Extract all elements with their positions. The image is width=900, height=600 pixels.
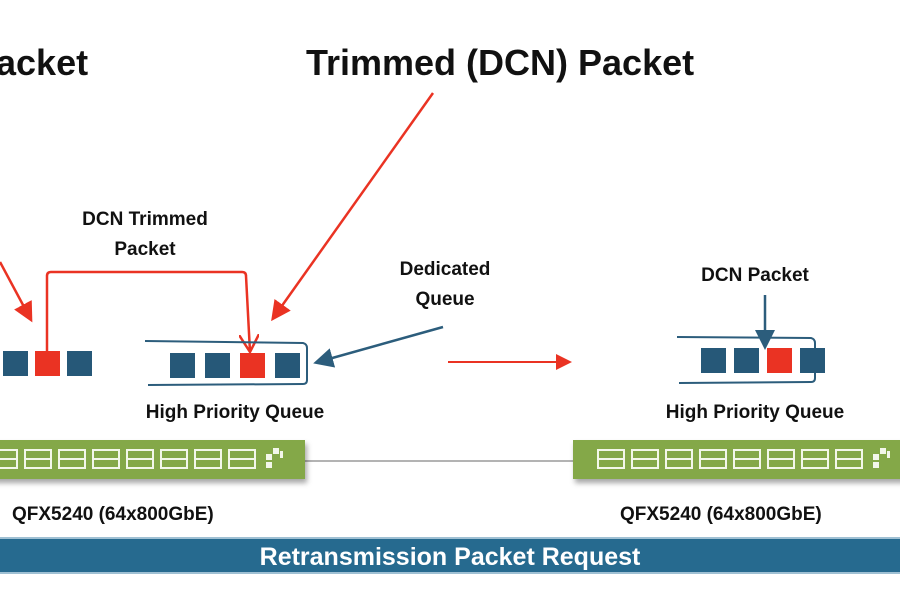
packet-trimmed [767, 348, 792, 373]
arrow-dedicated-queue [313, 325, 444, 368]
switch-right [573, 440, 900, 479]
switch-port-icon [733, 449, 761, 469]
switch-port-icon [194, 449, 222, 469]
label-high-priority-queue-right: High Priority Queue [665, 402, 845, 423]
packet [800, 348, 825, 373]
switch-port-icon [228, 449, 256, 469]
switch-port-icon [665, 449, 693, 469]
switch-port-icon [126, 449, 154, 469]
switch-port-icon [24, 449, 52, 469]
switch-model-right: QFX5240 (64x800GbE) [620, 504, 822, 525]
label-line: DCN Trimmed [82, 209, 208, 230]
switch-port-icon [835, 449, 863, 469]
switch-port-icon [58, 449, 86, 469]
arrow-to-ingress-trimmed [0, 261, 33, 323]
packet-trimmed [35, 351, 60, 376]
switch-logo-icon [880, 448, 886, 454]
arrow-title-to-queue [271, 92, 435, 322]
label-dedicated-queue: Dedicated Queue [370, 255, 520, 315]
label-line: Packet [114, 239, 176, 260]
switch-logo-icon [273, 448, 279, 454]
label-high-priority-queue-left: High Priority Queue [145, 402, 325, 423]
switch-port-icon [92, 449, 120, 469]
label-dcn-packet: DCN Packet [701, 265, 809, 286]
label-dcn-trimmed-packet: DCN Trimmed Packet [50, 205, 240, 265]
packet [205, 353, 230, 378]
switch-port-icon [160, 449, 188, 469]
switch-logo-icon [266, 454, 272, 460]
switch-port-icon [0, 449, 18, 469]
packet [67, 351, 92, 376]
switch-logo-icon [873, 454, 879, 460]
switch-port-icon [767, 449, 795, 469]
packet [3, 351, 28, 376]
packet [734, 348, 759, 373]
switch-logo-icon [266, 462, 272, 468]
switch-port-icon [801, 449, 829, 469]
switch-port-icon [597, 449, 625, 469]
title-trimmed-dcn-packet: Trimmed (DCN) Packet [306, 42, 695, 83]
retransmission-banner: Retransmission Packet Request [0, 537, 900, 574]
packet-trimmed [240, 353, 265, 378]
label-line: Queue [415, 289, 475, 310]
switch-port-icon [699, 449, 727, 469]
title-packet-partial: acket [0, 42, 89, 83]
switch-logo-icon [280, 451, 283, 458]
switch-left [0, 440, 305, 479]
queue-outline-left [144, 340, 308, 386]
switch-logo-icon [873, 462, 879, 468]
switch-port-icon [631, 449, 659, 469]
label-line: Dedicated [399, 259, 491, 280]
switch-logo-icon [887, 451, 890, 458]
packet [701, 348, 726, 373]
switch-model-left: QFX5240 (64x800GbE) [12, 504, 214, 525]
packet [275, 353, 300, 378]
arrow-trimmed-move [45, 270, 250, 352]
packet [170, 353, 195, 378]
